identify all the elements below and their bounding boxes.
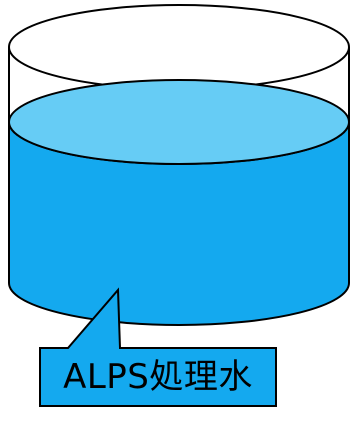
tank: [8, 4, 350, 326]
callout: [39, 287, 277, 407]
tank-top-rim: [8, 4, 350, 90]
callout-box: [39, 287, 277, 407]
water-surface: [8, 79, 350, 165]
